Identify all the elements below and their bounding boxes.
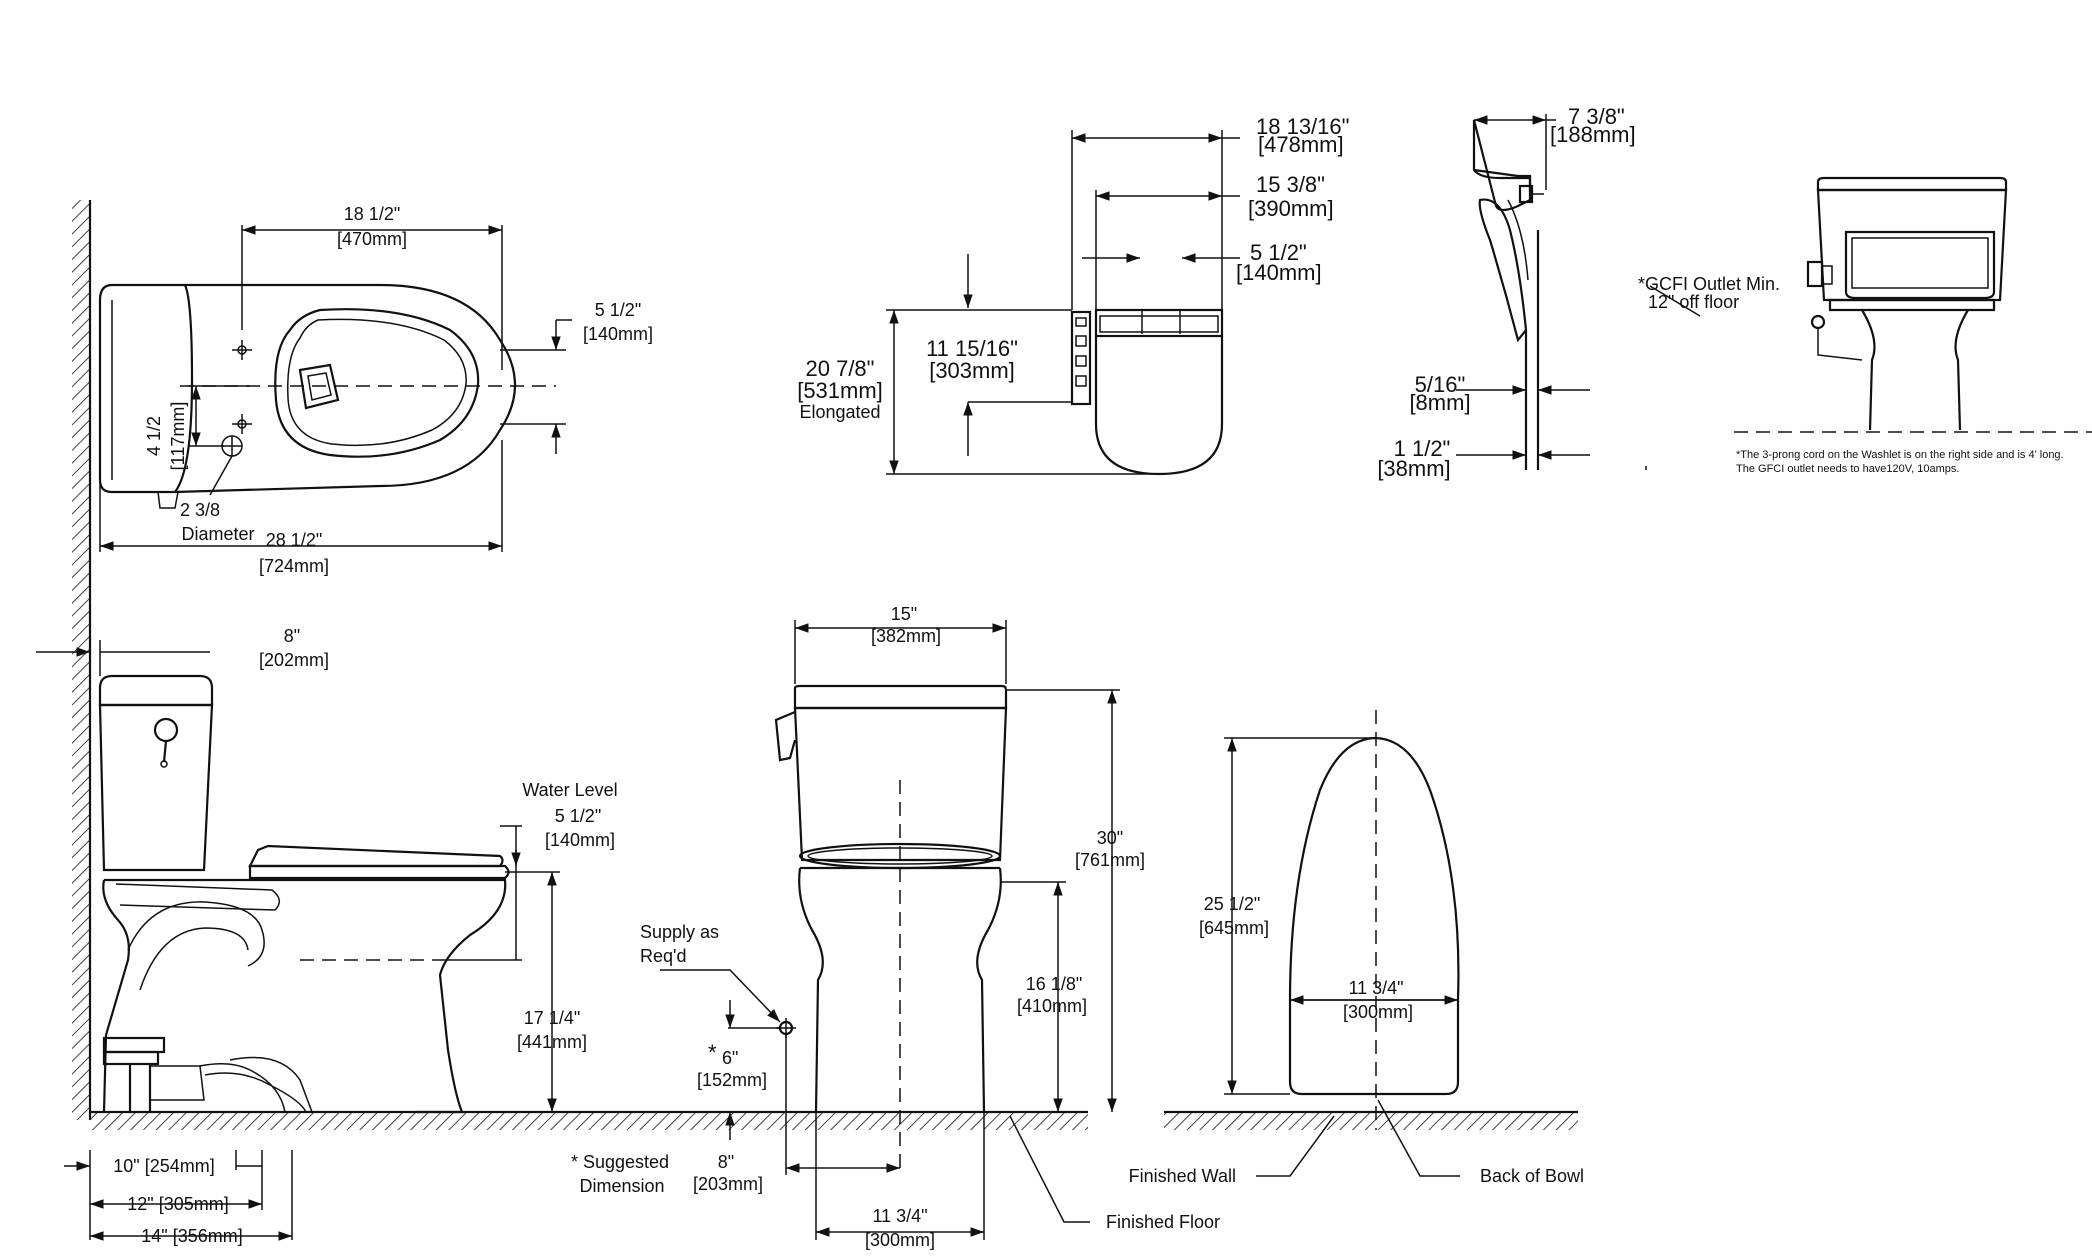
water-level-dim: 5 1/2" [555,806,601,826]
side-top-dim-mm: [188mm] [1550,122,1636,147]
water-level-dim-mm: [140mm] [545,830,615,850]
bowl-width-dim: 11 3/4" [1348,978,1403,998]
supply-diameter-label: Diameter [181,524,254,544]
bowl-length-dim: 25 1/2" [1204,894,1260,914]
tank-width-dim: 15" [891,604,917,624]
seat-top-view-upper [886,130,1240,476]
finished-wall-hatch [72,200,92,1120]
seat-top-view-lower [1224,710,1460,1177]
seat-inner-dim: 11 15/16" [926,336,1018,361]
supply-height-dim-mm: [152mm] [697,1070,767,1090]
seat-inner-dim-mm: [303mm] [929,358,1015,383]
seat-mid-dim-mm: [390mm] [1248,196,1334,221]
bowl-width-dim-mm: [300mm] [1343,1002,1413,1022]
supply-hole [209,435,243,496]
side-view [36,640,560,1241]
side-thick-dim: 1 1/2" [1394,436,1451,461]
finished-floor-label: Finished Floor [1106,1212,1220,1232]
rim-height-dim-mm: [441mm] [517,1032,587,1052]
supply-offset-dim: 8" [718,1152,734,1172]
rim-height-dim: 17 1/4" [524,1008,580,1028]
finished-floor-hatch [90,1110,1578,1130]
rough-in-12: 12" [305mm] [127,1194,228,1214]
outlet-note-1: *The 3-prong cord on the Washlet is on t… [1736,449,2064,461]
outlet-label-1: *GCFI Outlet Min. [1638,274,1780,294]
base-width-dim: 11 3/4" [872,1206,927,1226]
bowl-height-dim: 16 1/8" [1026,974,1082,994]
side-top-dim: 7 3/8" [1568,104,1625,129]
finished-wall-label: Finished Wall [1129,1166,1236,1186]
seat-overall-dim: 18 13/16" [1256,114,1349,139]
top-length-dim: 28 1/2" [266,530,322,550]
outlet-label-2: 12" off floor [1648,292,1739,312]
top-right-dim: 5 1/2" [595,300,641,320]
bowl-height-dim-mm: [410mm] [1017,996,1087,1016]
supply-label-2: Req'd [640,946,686,966]
side-thick-dim-mm: [38mm] [1377,456,1450,481]
tank-depth-dim-mm: [202mm] [259,650,329,670]
seat-hinge-dim-mm: [140mm] [1236,260,1322,285]
base-width-dim-mm: [300mm] [865,1230,935,1250]
supply-height-dim: 6" [722,1048,738,1068]
front-view [660,620,1120,1240]
washlet-front-view [1649,176,2092,433]
suggested-label-2: Dimension [579,1176,664,1196]
top-length-dim-mm: [724mm] [259,556,329,576]
back-of-bowl-label: Back of Bowl [1480,1166,1584,1186]
rough-in-14: 14" [356mm] [141,1226,242,1246]
top-left-dim-mm: [117mm] [168,402,188,471]
rough-in-10: 10" [254mm] [113,1156,214,1176]
seat-length-dim: 20 7/8" [806,356,875,381]
supply-diameter: 2 3/8 [180,500,220,520]
top-left-dim: 4 1/2 [144,416,164,456]
seat-length-dim-mm: [531mm] [797,378,883,403]
supply-offset-dim-mm: [203mm] [693,1174,763,1194]
overall-height-dim: 30" [1097,828,1123,848]
top-width-dim: 18 1/2" [344,204,400,224]
top-right-dim-mm: [140mm] [583,324,653,344]
seat-overall-dim-mm: [478mm] [1258,132,1344,157]
seat-side-view [1456,114,1647,470]
top-view [98,225,572,552]
bolt-marker-upper [232,340,252,360]
seat-mid-dim: 15 3/8" [1256,172,1325,197]
seat-length-note: Elongated [799,402,880,422]
supply-asterisk: * [708,1040,717,1065]
bolt-marker-lower [232,414,252,434]
suggested-label-1: * Suggested [571,1152,669,1172]
outlet-note-2: The GFCI outlet needs to have120V, 10amp… [1736,463,1959,475]
water-level-label: Water Level [522,780,617,800]
side-gap-dim: 5/16" [1415,372,1466,397]
bowl-length-dim-mm: [645mm] [1199,918,1269,938]
top-width-dim-mm: [470mm] [337,229,407,249]
overall-height-dim-mm: [761mm] [1075,850,1145,870]
side-gap-dim-mm: [8mm] [1409,390,1470,415]
tank-width-dim-mm: [382mm] [871,626,941,646]
seat-hinge-dim: 5 1/2" [1250,240,1307,265]
supply-label-1: Supply as [640,922,719,942]
tank-depth-dim: 8" [284,626,300,646]
